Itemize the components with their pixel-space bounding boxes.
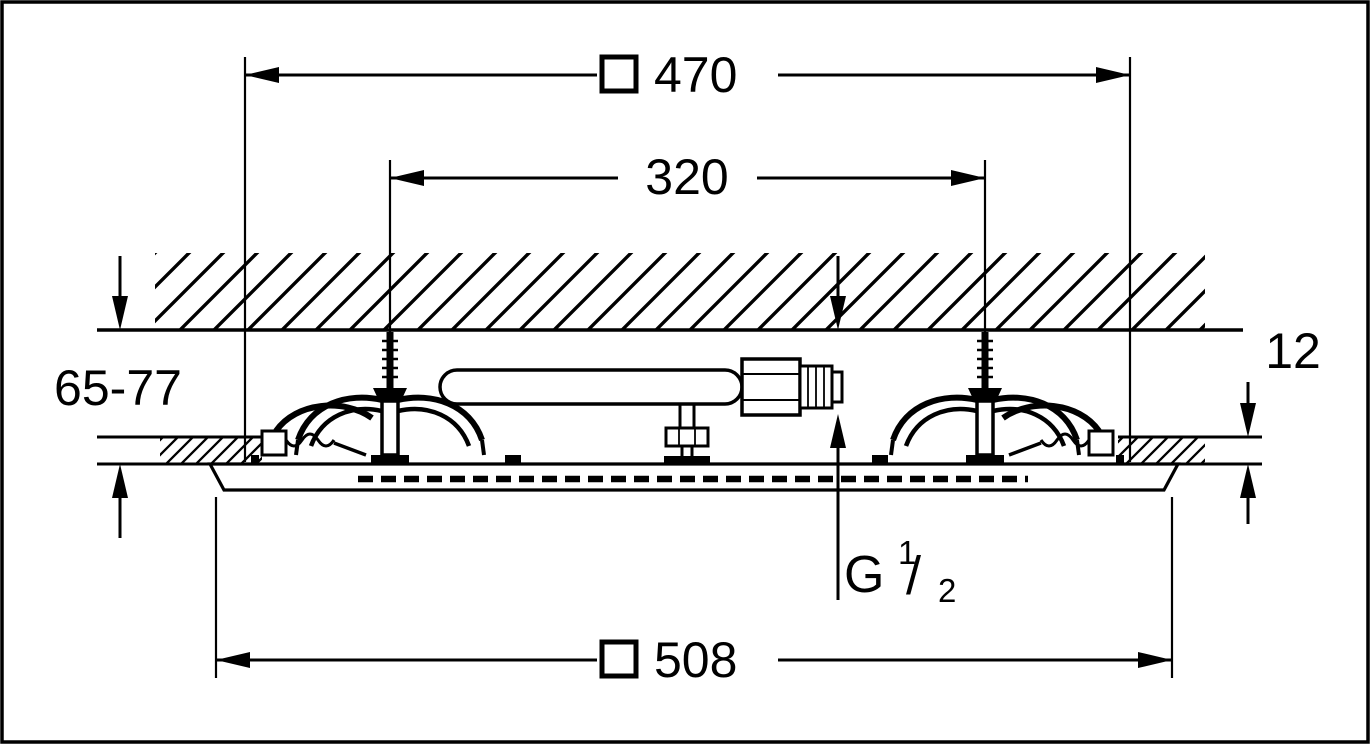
arrowhead-left bbox=[390, 170, 424, 186]
support-hex-nut bbox=[664, 426, 710, 448]
dimension-height-range: 65-77 bbox=[54, 256, 182, 538]
supply-pipe bbox=[438, 368, 744, 406]
dim-height-range-label: 65-77 bbox=[54, 360, 182, 416]
union-fitting bbox=[740, 357, 844, 417]
ceiling-hatch-area bbox=[155, 253, 1205, 330]
arrowhead-left bbox=[245, 67, 279, 83]
arrowhead-up bbox=[830, 414, 846, 448]
dim-top-label: 470 bbox=[654, 47, 737, 103]
plate-stud-right bbox=[872, 455, 888, 464]
arrowhead-right bbox=[951, 170, 985, 186]
arrowhead-down bbox=[112, 296, 128, 330]
dim-thickness-label: 12 bbox=[1265, 323, 1321, 379]
arrowhead-down bbox=[1240, 403, 1256, 437]
arrowhead-down bbox=[830, 296, 846, 330]
thread-letter: G bbox=[844, 546, 884, 604]
dim-bottom-label: 508 bbox=[654, 632, 737, 688]
square-dimension-symbol bbox=[599, 54, 639, 94]
dimension-thickness: 12 bbox=[1240, 323, 1321, 524]
thread-slash: / bbox=[906, 546, 921, 606]
rough-ceiling-hatch bbox=[97, 253, 1243, 332]
thread-denominator: 2 bbox=[938, 572, 956, 609]
plate-stud-left bbox=[505, 455, 521, 464]
shower-plate bbox=[207, 455, 1181, 492]
arrowhead-right bbox=[1138, 652, 1172, 668]
thread-numerator: 1 bbox=[898, 534, 916, 571]
square-dimension-symbol bbox=[599, 639, 639, 679]
dim-inner-label: 320 bbox=[645, 149, 728, 205]
arrowhead-right bbox=[1096, 67, 1130, 83]
pipe-body bbox=[438, 368, 744, 406]
arrowhead-up bbox=[112, 464, 128, 498]
arrowhead-up bbox=[1240, 464, 1256, 498]
arrowhead-left bbox=[216, 652, 250, 668]
union-nut bbox=[740, 357, 802, 417]
fitting-end bbox=[830, 370, 844, 404]
mounting-bracket-left bbox=[251, 332, 486, 464]
dimension-top-470: 470 bbox=[243, 47, 1132, 462]
finished-ceiling-right bbox=[1118, 435, 1262, 466]
dimension-bottom-508: 508 bbox=[214, 497, 1174, 688]
center-support bbox=[664, 402, 710, 464]
dimension-inner-320: 320 bbox=[388, 149, 987, 348]
thread-callout: G 1 / 2 bbox=[830, 256, 956, 609]
